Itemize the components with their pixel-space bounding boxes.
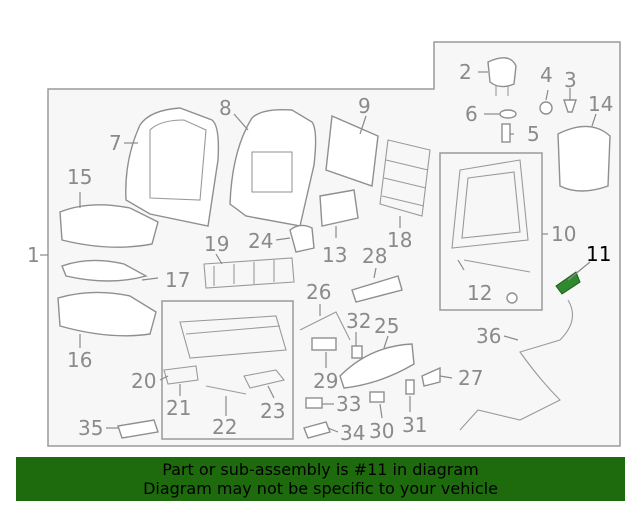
- part-5-bolt[interactable]: [501, 123, 511, 143]
- part-10-back-frame[interactable]: [451, 159, 529, 249]
- callout-35[interactable]: 35: [78, 416, 103, 440]
- callout-8[interactable]: 8: [219, 96, 232, 120]
- leader-lines: [40, 71, 597, 433]
- callout-18[interactable]: 18: [387, 228, 412, 252]
- callout-21[interactable]: 21: [166, 396, 191, 420]
- part-35-cover[interactable]: [117, 419, 159, 439]
- banner-line-1: Part or sub-assembly is #11 in diagram: [162, 460, 479, 479]
- callouts: 1 2 3 4 5 6 7 8 9 10 11 12 13 14 15 16 1…: [27, 60, 613, 445]
- part-34-cover[interactable]: [303, 421, 331, 439]
- callout-24[interactable]: 24: [248, 229, 273, 253]
- callout-15[interactable]: 15: [67, 165, 92, 189]
- callout-31[interactable]: 31: [402, 413, 427, 437]
- callout-33[interactable]: 33: [336, 392, 361, 416]
- part-11-highlighted[interactable]: [555, 271, 581, 295]
- part-29-switch[interactable]: [311, 337, 337, 351]
- banner-line-2: Diagram may not be specific to your vehi…: [143, 479, 498, 498]
- part-20-seat-track[interactable]: [179, 315, 287, 359]
- part-18-spring-mat[interactable]: [379, 139, 431, 217]
- part-25-shield[interactable]: [339, 343, 415, 389]
- callout-7[interactable]: 7: [109, 131, 122, 155]
- callout-9[interactable]: 9: [358, 94, 371, 118]
- callout-10[interactable]: 10: [551, 222, 576, 246]
- callout-12[interactable]: 12: [467, 281, 492, 305]
- part-2-headrest[interactable]: [487, 57, 517, 96]
- callout-32[interactable]: 32: [346, 309, 371, 333]
- part-31-clip[interactable]: [405, 379, 415, 395]
- part-26-wire[interactable]: [299, 311, 351, 341]
- callout-34[interactable]: 34: [340, 421, 365, 445]
- part-3-guide[interactable]: [563, 99, 577, 113]
- part-6-clip[interactable]: [499, 109, 517, 119]
- callout-27[interactable]: 27: [458, 366, 483, 390]
- banner-background: [16, 457, 625, 501]
- part-8-back-pad[interactable]: [229, 108, 317, 227]
- part-32-knob[interactable]: [351, 345, 363, 359]
- part-16-cushion-pad[interactable]: [57, 291, 157, 337]
- callout-5[interactable]: 5: [527, 122, 540, 146]
- callout-19[interactable]: 19: [204, 232, 229, 256]
- callout-2[interactable]: 2: [459, 60, 472, 84]
- part-14-back-panel[interactable]: [557, 125, 611, 192]
- part-12-rod[interactable]: [463, 259, 531, 304]
- callout-6[interactable]: 6: [465, 102, 478, 126]
- part-4-guide[interactable]: [539, 101, 553, 115]
- frame-subassembly-box: [439, 152, 543, 311]
- callout-16[interactable]: 16: [67, 348, 92, 372]
- part-19-cushion-wire[interactable]: [203, 257, 295, 289]
- callout-25[interactable]: 25: [374, 314, 399, 338]
- part-15-cushion-cover[interactable]: [59, 204, 159, 248]
- part-23-motor[interactable]: [243, 369, 285, 389]
- part-21-motor[interactable]: [163, 365, 199, 385]
- callout-20[interactable]: 20: [131, 369, 156, 393]
- part-13-lumbar[interactable]: [319, 189, 359, 227]
- callout-26[interactable]: 26: [306, 280, 331, 304]
- callout-1[interactable]: 1: [27, 243, 40, 267]
- callout-22[interactable]: 22: [212, 415, 237, 439]
- part-22-cable[interactable]: [205, 385, 247, 395]
- callout-30[interactable]: 30: [369, 419, 394, 443]
- callout-28[interactable]: 28: [362, 244, 387, 268]
- info-banner: Part or sub-assembly is #11 in diagram D…: [16, 457, 625, 501]
- part-33-button[interactable]: [305, 397, 323, 409]
- part-28-trim[interactable]: [351, 275, 403, 303]
- callout-11[interactable]: 11: [586, 242, 611, 266]
- track-subassembly-box: [161, 300, 294, 440]
- part-9-back-panel[interactable]: [325, 114, 379, 187]
- callout-36[interactable]: 36: [476, 324, 501, 348]
- callout-23[interactable]: 23: [260, 399, 285, 423]
- callout-29[interactable]: 29: [313, 369, 338, 393]
- part-7-back-cover[interactable]: [125, 107, 220, 227]
- part-17-heater[interactable]: [61, 259, 148, 282]
- callout-14[interactable]: 14: [588, 92, 613, 116]
- part-36-harness[interactable]: [459, 299, 574, 431]
- callout-3[interactable]: 3: [564, 68, 577, 92]
- callout-17[interactable]: 17: [165, 268, 190, 292]
- part-24-bracket[interactable]: [289, 224, 315, 253]
- part-30-button[interactable]: [369, 391, 385, 403]
- callout-13[interactable]: 13: [322, 243, 347, 267]
- part-27-cover[interactable]: [421, 366, 441, 387]
- callout-4[interactable]: 4: [540, 63, 553, 87]
